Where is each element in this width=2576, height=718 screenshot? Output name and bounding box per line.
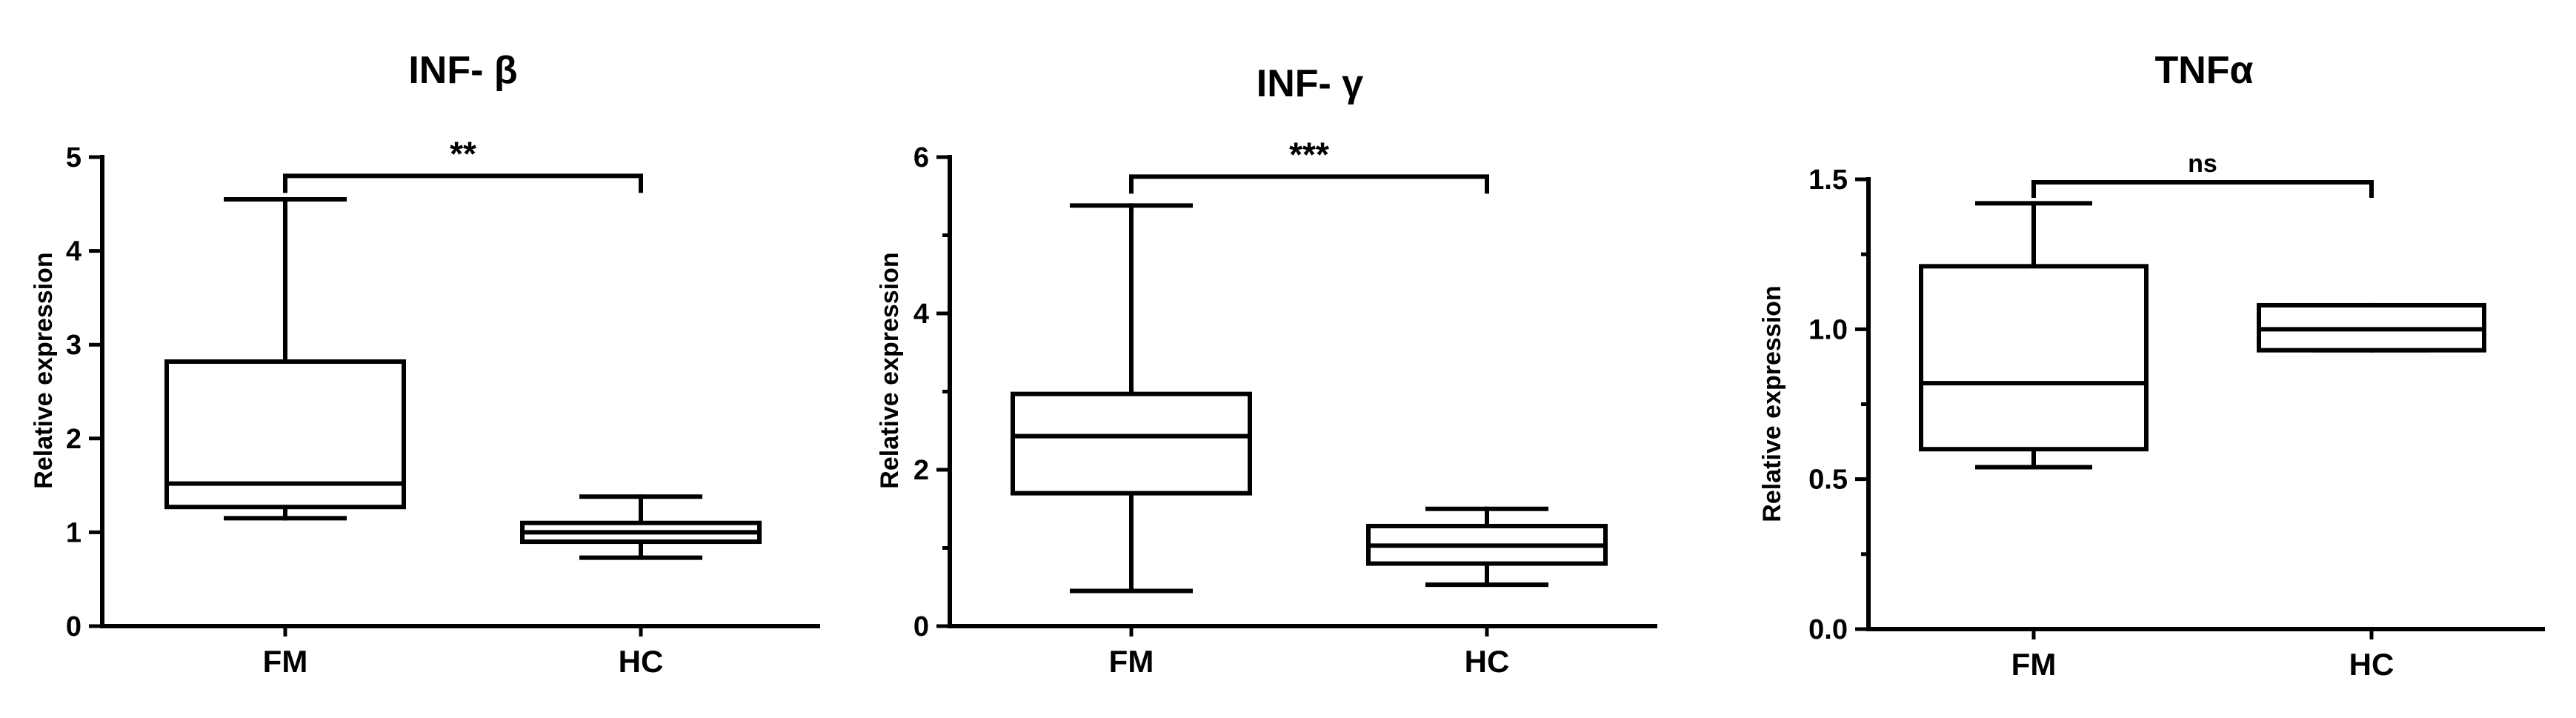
iqr-box bbox=[1011, 391, 1252, 496]
iqr-box bbox=[1919, 264, 2149, 452]
y-tick-label: 2 bbox=[66, 424, 81, 455]
y-tick-label: 0 bbox=[66, 611, 81, 642]
y-tick-label: 1.5 bbox=[1808, 164, 1848, 196]
panel-inf-beta: INF- β Relative expression 0 1 2 3 4 5FM HC ** bbox=[30, 49, 820, 679]
box-plot-hc bbox=[1366, 506, 1608, 588]
significance-label: *** bbox=[1289, 135, 1329, 173]
x-tick-label: FM bbox=[2011, 647, 2057, 682]
significance-label: ns bbox=[2188, 150, 2217, 178]
panel-title: TNFα bbox=[2154, 49, 2253, 92]
box-plot-fm bbox=[164, 196, 406, 521]
y-tick-label: 1 bbox=[66, 517, 81, 548]
significance-label: ** bbox=[450, 134, 476, 173]
box-plot-hc bbox=[520, 494, 762, 560]
panel-title: INF- β bbox=[408, 49, 517, 92]
y-tick-label: 6 bbox=[913, 142, 929, 173]
box-plot-hc bbox=[2257, 302, 2486, 353]
y-tick-label: 0 bbox=[913, 611, 929, 642]
box-plot-fm bbox=[1011, 203, 1252, 594]
x-tick-label: HC bbox=[2349, 647, 2394, 682]
significance-bracket bbox=[1129, 174, 1489, 194]
panel-inf-gamma: INF- γ Relative expression 0 2 4 6FM HC *** bbox=[876, 62, 1657, 679]
x-tick-label: FM bbox=[263, 644, 308, 679]
y-tick-label: 3 bbox=[66, 330, 81, 361]
y-axis-label: Relative expression bbox=[30, 252, 58, 488]
panel-tnf-alpha: TNFα Relative expression 0.0 0.5 1.0 1.5FM H… bbox=[1758, 49, 2545, 682]
y-tick-label: 4 bbox=[913, 299, 929, 330]
panel-title: INF- γ bbox=[1257, 62, 1364, 105]
y-tick-label: 1.0 bbox=[1808, 314, 1848, 345]
x-tick-label: HC bbox=[619, 644, 664, 679]
x-tick-label: FM bbox=[1109, 644, 1154, 679]
y-tick-label: 5 bbox=[66, 142, 81, 173]
y-tick-label: 4 bbox=[66, 236, 81, 267]
significance-bracket bbox=[2031, 180, 2374, 199]
y-axis-label: Relative expression bbox=[1758, 285, 1786, 522]
y-tick-label: 2 bbox=[913, 455, 929, 486]
significance-bracket bbox=[283, 173, 643, 193]
y-tick-label: 0.0 bbox=[1808, 614, 1848, 645]
y-axis-label: Relative expression bbox=[876, 252, 904, 488]
box-plot-fm bbox=[1919, 201, 2149, 470]
y-tick-label: 0.5 bbox=[1808, 465, 1848, 496]
x-tick-label: HC bbox=[1465, 644, 1510, 679]
